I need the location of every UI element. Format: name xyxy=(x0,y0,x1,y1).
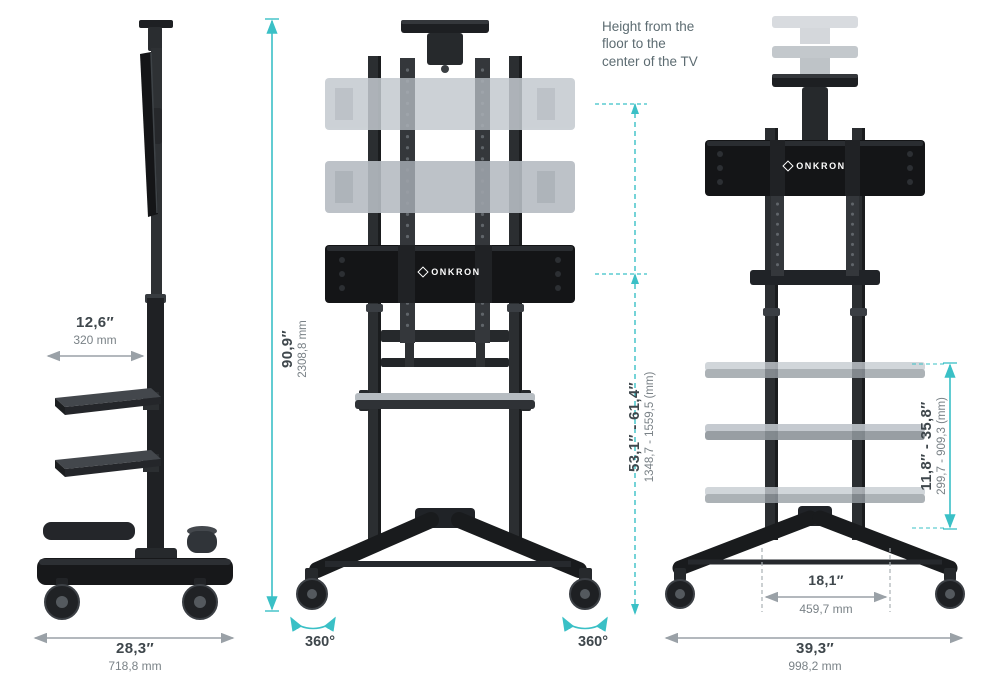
dim-total-height: 90,9″ 2308,8 mm xyxy=(277,264,311,434)
dim-shelf-depth: 12,6″ 320 mm xyxy=(45,314,145,347)
dim-shelf-height-range-inches: 11,8″ - 35,8″ xyxy=(918,401,935,491)
dim-tv-center-height-mm: 1348,7 - 1559,5 (mm) xyxy=(644,371,656,483)
dim-base-inner-width-mm: 459,7 mm xyxy=(799,602,853,616)
front-shelf-view-illustration xyxy=(664,16,965,644)
dim-tv-center-height-inches: 53,1″ - 61,4″ xyxy=(626,382,643,472)
dim-shelf-height-range-mm: 299,7 - 909,3 (mm) xyxy=(936,397,948,495)
caster-rotation-right-label: 360° xyxy=(578,634,608,650)
onkron-logo-right: ONKRON xyxy=(770,159,860,173)
dim-base-inner-width-inches: 18,1″ xyxy=(808,572,844,588)
dim-base-width-inches: 39,3″ xyxy=(796,640,834,657)
caster-rotation-left-label: 360° xyxy=(305,634,335,650)
dim-shelf-depth-mm: 320 mm xyxy=(73,333,117,347)
dim-base-width-mm: 998,2 mm xyxy=(788,659,842,673)
dim-base-inner-width: 18,1″ xyxy=(776,572,876,588)
dim-tv-center-height: 53,1″ - 61,4″ 1348,7 - 1559,5 (mm) xyxy=(624,337,658,517)
dim-shelf-depth-inches: 12,6″ xyxy=(76,314,114,331)
onkron-logo-icon xyxy=(782,160,794,172)
dim-total-height-inches: 90,9″ xyxy=(279,330,296,368)
tv-center-note: Height from the floor to the center of t… xyxy=(602,19,698,69)
onkron-logo-text: ONKRON xyxy=(796,161,846,171)
dim-total-height-mm: 2308,8 mm xyxy=(297,320,309,378)
dim-base-inner-width-mm-wrap: 459,7 mm xyxy=(776,600,876,616)
onkron-logo-text: ONKRON xyxy=(431,267,481,277)
onkron-logo-center: ONKRON xyxy=(405,265,495,279)
dim-shelf-height-range: 11,8″ - 35,8″ 299,7 - 909,3 (mm) xyxy=(916,356,950,536)
onkron-logo-icon xyxy=(417,266,429,278)
front-view-illustration xyxy=(265,18,647,632)
dim-base-depth: 28,3″ 718,8 mm xyxy=(75,640,195,673)
side-view-illustration xyxy=(33,20,235,644)
dim-base-depth-mm: 718,8 mm xyxy=(108,659,162,673)
dim-base-width: 39,3″ 998,2 mm xyxy=(755,640,875,673)
dim-base-depth-inches: 28,3″ xyxy=(116,640,154,657)
